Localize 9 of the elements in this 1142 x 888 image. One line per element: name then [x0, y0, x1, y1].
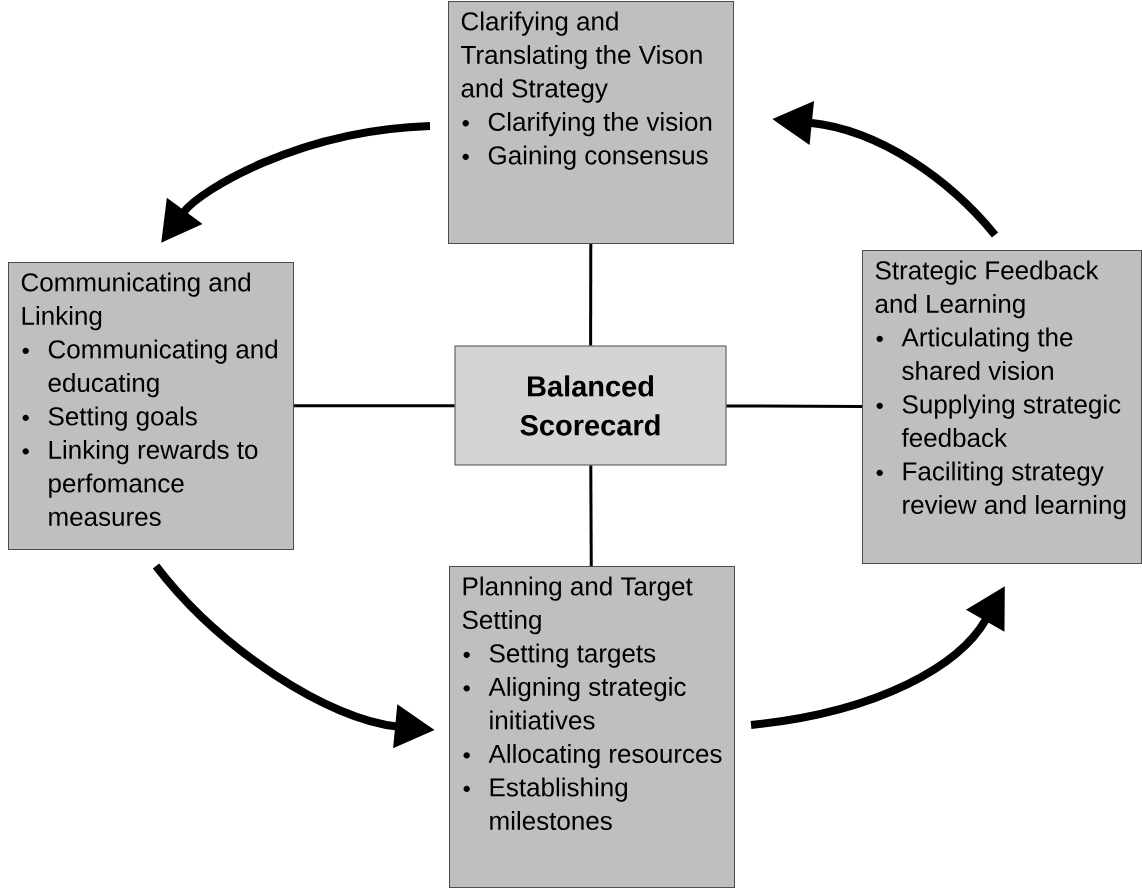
process-box: Clarifying and Translating the Vison and Strategy Clarifying the vision Gaining consensus — [448, 1, 734, 244]
process-box: Strategic Feedback and Learning Articulating the shared vision Supplying strategic feedback Faciliting strategy review and learning — [862, 250, 1142, 564]
connector-line — [726, 404, 862, 408]
process-box: Communicating and Linking Communicating and educating Setting goals Linking rewards to perfomance measures — [8, 262, 294, 550]
connector-line — [294, 404, 455, 408]
connector-line — [589, 465, 593, 566]
connector-line — [589, 244, 593, 346]
process-box: Planning and Target Setting Setting targets Aligning strategic initiatives Allocating resources Establishing milestones — [449, 566, 735, 888]
scorecard-box: Balanced Scorecard — [454, 345, 727, 466]
